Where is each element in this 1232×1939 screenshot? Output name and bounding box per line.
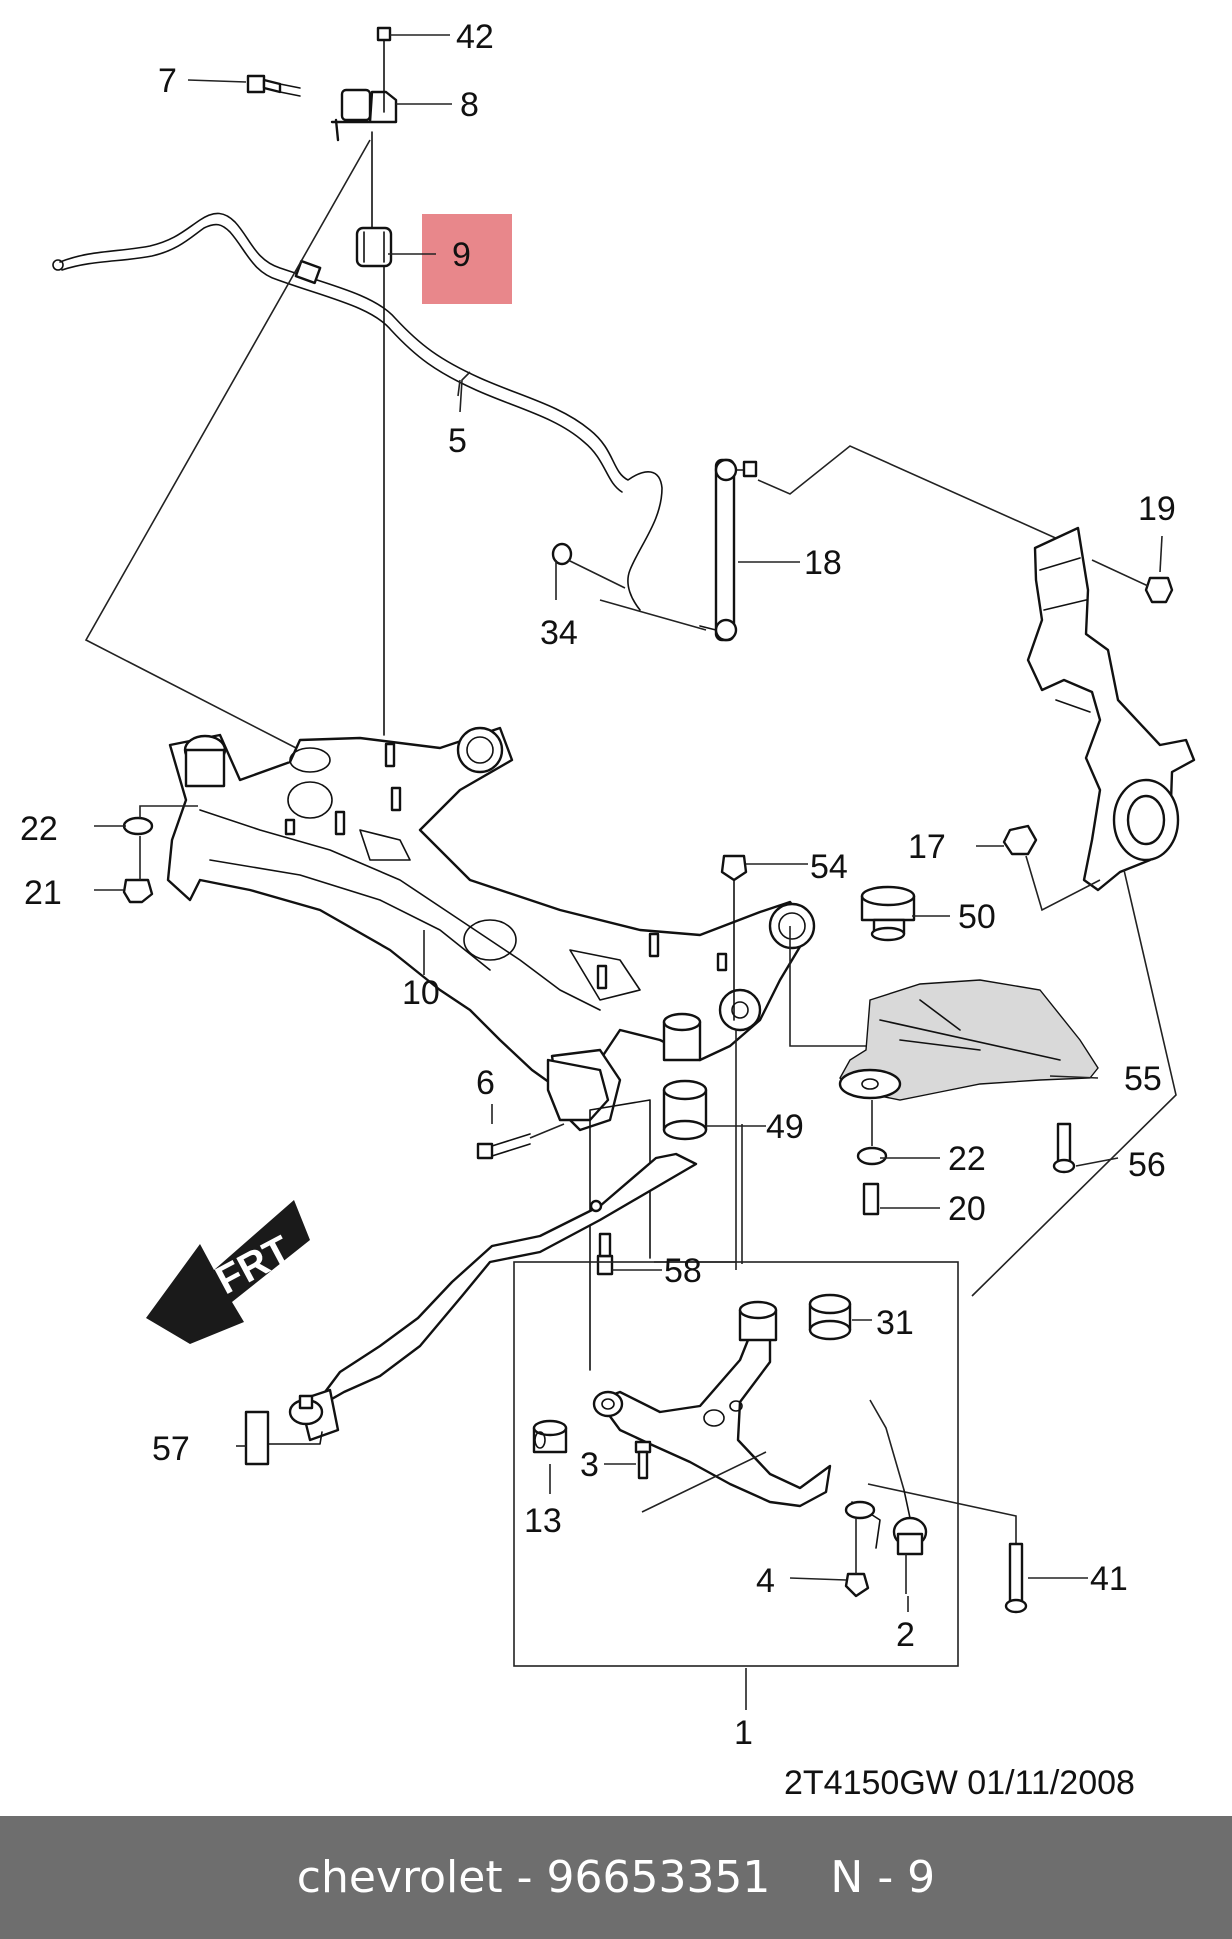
drawing-code: 2T4150GW 01/11/2008 <box>784 1764 1135 1802</box>
callout-19: 19 <box>1138 490 1176 528</box>
callout-49: 49 <box>766 1108 804 1146</box>
callout-5: 5 <box>448 422 467 460</box>
callout-7: 7 <box>158 62 177 100</box>
callout-13: 13 <box>524 1502 562 1540</box>
callout-22-left: 22 <box>20 810 58 848</box>
tie-rod <box>320 1152 698 1402</box>
footer-separator: - <box>516 1852 533 1903</box>
callout-8: 8 <box>460 86 479 124</box>
stabilizer-bar <box>59 212 663 611</box>
parts-diagram: FRT 42 7 8 9 <box>20 18 1196 1802</box>
footer-bar: chevrolet - 96653351 N - 9 <box>0 1816 1232 1939</box>
callout-4: 4 <box>756 1562 775 1600</box>
callout-22-right: 22 <box>948 1140 986 1178</box>
callout-34: 34 <box>540 614 578 652</box>
lower-control-arm <box>596 1328 832 1508</box>
footer-part-number: 96653351 <box>546 1852 771 1903</box>
front-direction-arrow <box>146 1200 310 1344</box>
callout-6: 6 <box>476 1064 495 1102</box>
subframe <box>166 726 812 1092</box>
highlight-box <box>422 214 512 304</box>
callout-54: 54 <box>810 848 848 886</box>
callout-57: 57 <box>152 1430 190 1468</box>
footer-brand: chevrolet <box>296 1852 503 1903</box>
callout-9: 9 <box>452 236 471 274</box>
footer-position-label: N - 9 <box>830 1852 936 1903</box>
callout-42: 42 <box>456 18 494 56</box>
callout-55: 55 <box>1124 1060 1162 1098</box>
callout-labels: 42 7 8 9 5 18 19 34 22 21 10 54 17 50 6 … <box>20 18 1176 1752</box>
callout-3: 3 <box>580 1446 599 1484</box>
callout-56: 56 <box>1128 1146 1166 1184</box>
callout-20: 20 <box>948 1190 986 1228</box>
callout-2: 2 <box>896 1616 915 1654</box>
callout-1: 1 <box>734 1714 753 1752</box>
callout-10: 10 <box>402 974 440 1012</box>
callout-21: 21 <box>24 874 62 912</box>
callout-41: 41 <box>1090 1560 1128 1598</box>
callout-31: 31 <box>876 1304 914 1342</box>
callout-50: 50 <box>958 898 996 936</box>
callout-18: 18 <box>804 544 842 582</box>
callout-58: 58 <box>664 1252 702 1290</box>
callout-17: 17 <box>908 828 946 866</box>
